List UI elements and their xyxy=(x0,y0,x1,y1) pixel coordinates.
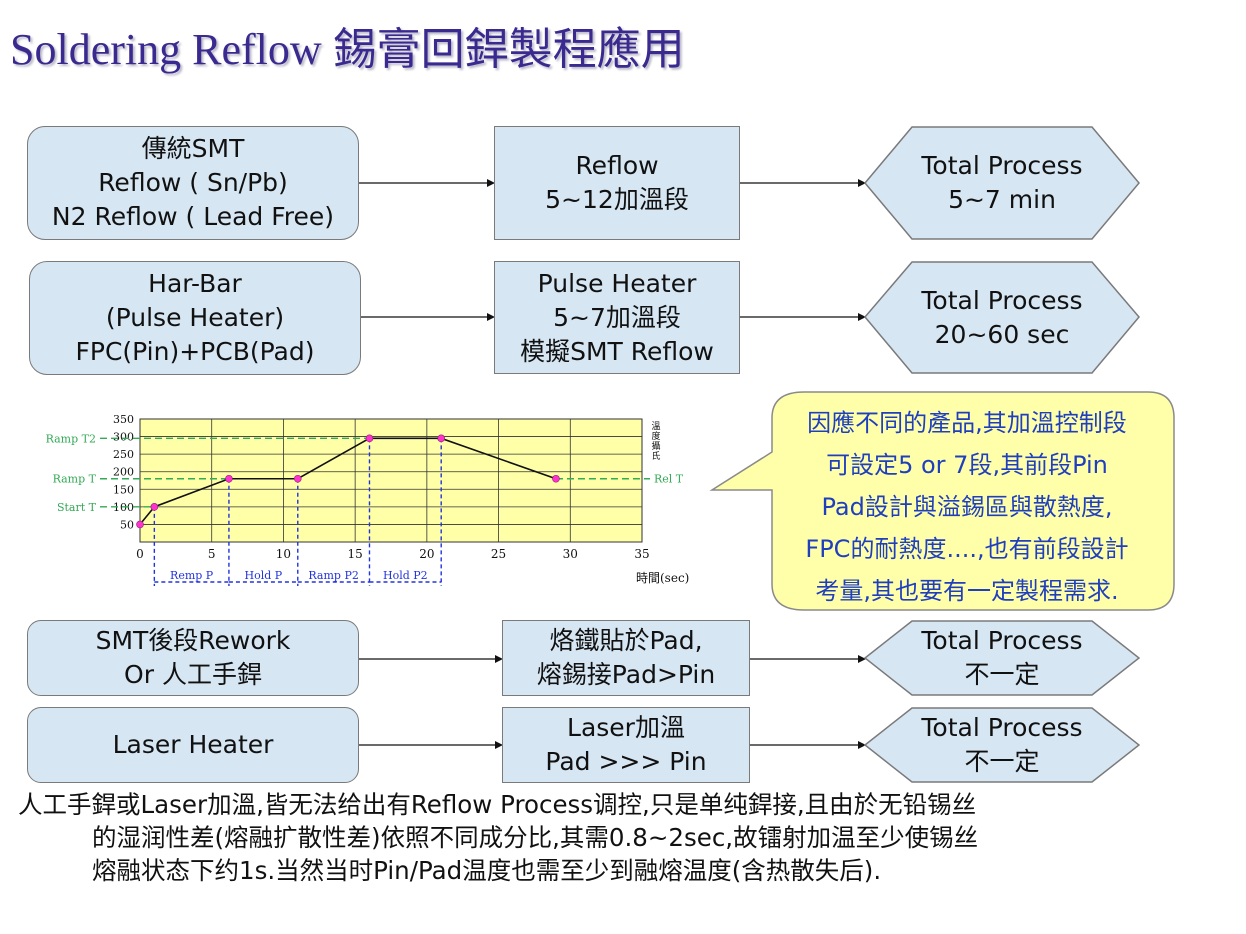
hexagon-shape xyxy=(864,261,1140,374)
y-tick-label: 350 xyxy=(113,413,134,426)
hex-line: 不一定 xyxy=(964,747,1040,776)
box-line: 5~7加溫段 xyxy=(553,302,681,332)
x-tick-label: 5 xyxy=(208,547,216,561)
total-process-hexagon: Total Process 不一定 xyxy=(864,620,1140,696)
footnote-line: 人工手銲或Laser加溫,皆无法给出有Reflow Process调控,只是单纯… xyxy=(18,790,977,819)
x-axis-label: 時間(sec) xyxy=(636,571,689,585)
callout-text: 因應不同的產品,其加溫控制段 可設定5 or 7段,其前段Pin Pad設計與溢… xyxy=(762,402,1172,612)
reference-label: Rel T xyxy=(654,473,684,486)
x-tick-label: 20 xyxy=(419,547,434,561)
reference-label: Ramp T xyxy=(53,473,97,486)
x-tick-label: 30 xyxy=(563,547,578,561)
data-point xyxy=(365,434,374,443)
box-line: SMT後段Rework xyxy=(95,626,291,655)
hexagon-shape xyxy=(864,707,1140,783)
total-process-hexagon: Total Process 5~7 min xyxy=(864,126,1140,240)
flow-arrow xyxy=(361,313,495,321)
y-tick-label: 300 xyxy=(113,431,134,444)
box-line: Laser Heater xyxy=(112,730,274,759)
hex-line: 5~7 min xyxy=(948,185,1056,214)
phase-label: Hold P xyxy=(245,569,283,582)
footnote-line: 的湿润性差(熔融扩散性差)依照不同成分比,其需0.8~2sec,故镭射加温至少使… xyxy=(92,823,979,852)
y-tick-label: 150 xyxy=(113,483,134,496)
callout-bubble xyxy=(709,391,1175,611)
flow-arrow xyxy=(740,179,866,187)
callout-line: 考量,其也要有一定製程需求. xyxy=(815,577,1119,605)
footnote-line: 熔融状态下约1s.当然当时Pin/Pad温度也需至少到融熔温度(含热散失后). xyxy=(92,856,882,885)
flow-arrow xyxy=(750,741,866,749)
x-tick-label: 10 xyxy=(276,547,291,561)
process-box-pulse-heater: Pulse Heater 5~7加溫段 模擬SMT Reflow xyxy=(494,261,740,374)
hex-line: Total Process xyxy=(921,151,1083,180)
reference-label: Start T xyxy=(57,501,97,514)
hex-line: Total Process xyxy=(921,713,1083,742)
y-axis-label-char: 溫 xyxy=(651,421,660,432)
box-line: Pulse Heater xyxy=(537,268,697,298)
y-axis-label-char: 度 xyxy=(651,430,660,442)
process-box-traditional-smt: 傳統SMT Reflow ( Sn/Pb) N2 Reflow ( Lead F… xyxy=(27,126,359,240)
callout-line: 可設定5 or 7段,其前段Pin xyxy=(826,451,1108,479)
box-line: 模擬SMT Reflow xyxy=(520,336,714,366)
x-tick-label: 35 xyxy=(634,547,649,561)
process-box-laser-heater: Laser Heater xyxy=(27,707,359,783)
box-line: 傳統SMT xyxy=(141,134,245,163)
data-point xyxy=(150,503,159,511)
flow-arrow xyxy=(750,655,866,663)
box-line: Har-Bar xyxy=(148,269,242,298)
data-point xyxy=(225,474,233,483)
box-line: 5~12加溫段 xyxy=(545,185,689,214)
process-box-rework: SMT後段Rework Or 人工手銲 xyxy=(27,620,359,696)
box-line: FPC(Pin)+PCB(Pad) xyxy=(75,337,315,366)
data-point xyxy=(136,520,144,529)
hex-line: 不一定 xyxy=(964,660,1040,689)
reference-label: Ramp T2 xyxy=(46,432,96,445)
flow-arrow xyxy=(359,655,503,663)
box-line: Or 人工手銲 xyxy=(124,660,262,689)
box-line: Reflow ( Sn/Pb) xyxy=(98,168,288,197)
flow-arrow xyxy=(359,741,503,749)
data-point xyxy=(437,434,446,443)
x-tick-label: 0 xyxy=(136,547,144,561)
flow-arrow xyxy=(359,179,495,187)
y-axis-label-char: 攝 xyxy=(651,440,660,452)
process-box-reflow: Reflow 5~12加溫段 xyxy=(494,126,740,240)
box-line: 熔錫接Pad>Pin xyxy=(536,660,716,689)
hex-line: Total Process xyxy=(921,285,1083,315)
x-tick-label: 15 xyxy=(348,547,363,561)
callout-line: FPC的耐熱度....,也有前段設計 xyxy=(805,535,1129,563)
callout-line: Pad設計與溢錫區與散熱度, xyxy=(821,493,1113,521)
total-process-hexagon: Total Process 不一定 xyxy=(864,707,1140,783)
y-axis-label-char: 氏 xyxy=(651,451,660,462)
total-process-hexagon: Total Process 20~60 sec xyxy=(864,261,1140,374)
phase-label: Remp P xyxy=(170,569,214,582)
process-box-soldering-iron: 烙鐵貼於Pad, 熔錫接Pad>Pin xyxy=(502,620,750,696)
y-tick-label: 50 xyxy=(120,518,134,531)
box-line: Pad >>> Pin xyxy=(545,747,707,776)
y-tick-label: 200 xyxy=(113,466,134,479)
y-tick-label: 250 xyxy=(113,448,134,461)
hex-line: 20~60 sec xyxy=(934,319,1070,349)
box-line: Laser加溫 xyxy=(567,713,685,742)
flow-arrow xyxy=(740,313,866,321)
box-line: Reflow xyxy=(575,151,659,180)
plot-area xyxy=(139,418,643,543)
x-tick-label: 25 xyxy=(491,547,506,561)
hexagon-shape xyxy=(864,126,1140,240)
box-line: N2 Reflow ( Lead Free) xyxy=(51,202,335,231)
phase-label: Hold P2 xyxy=(383,569,428,582)
page-title: Soldering Reflow 錫膏回銲製程應用 xyxy=(10,25,685,74)
phase-label: Ramp P2 xyxy=(308,569,358,582)
hexagon-shape xyxy=(864,620,1140,696)
box-line: 烙鐵貼於Pad, xyxy=(549,626,703,655)
footnote-paragraph: 人工手銲或Laser加溫,皆无法给出有Reflow Process调控,只是单纯… xyxy=(18,788,978,887)
callout-line: 因應不同的產品,其加溫控制段 xyxy=(807,409,1127,437)
box-line: (Pulse Heater) xyxy=(105,303,285,332)
process-box-hot-bar: Har-Bar (Pulse Heater) FPC(Pin)+PCB(Pad) xyxy=(29,261,361,375)
process-box-laser-heating: Laser加溫 Pad >>> Pin xyxy=(502,707,750,783)
data-point xyxy=(552,474,560,483)
hex-line: Total Process xyxy=(921,626,1083,655)
data-point xyxy=(293,474,302,483)
